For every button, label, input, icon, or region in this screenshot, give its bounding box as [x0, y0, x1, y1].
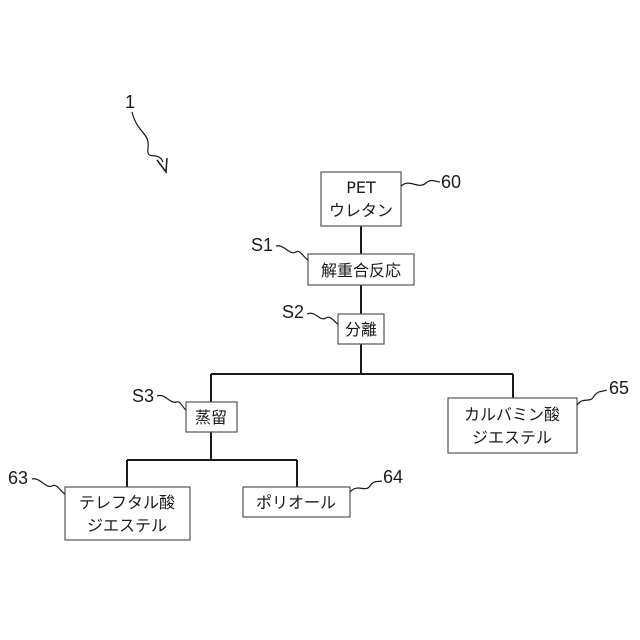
node-polyol: ポリオール	[243, 487, 350, 517]
node-pet-urethane: PET ウレタン	[321, 172, 401, 226]
step-s2-leader	[307, 313, 338, 324]
ref-60-leader	[401, 180, 440, 186]
ref-64-label: 64	[383, 467, 403, 487]
ref-60-label: 60	[441, 172, 461, 192]
node-carbamate-diester-line2: ジエステル	[472, 428, 552, 447]
step-s2-label: S2	[282, 302, 304, 322]
ref-63-label: 63	[8, 468, 28, 488]
step-s3-leader	[157, 395, 186, 410]
node-terephthalate-diester: テレフタル酸 ジエステル	[65, 487, 190, 540]
ref-63-leader	[32, 479, 65, 494]
node-carbamate-diester: カルバミン酸 ジエステル	[448, 398, 577, 453]
node-terephthalate-diester-line1: テレフタル酸	[79, 493, 175, 512]
ref-64-leader	[350, 481, 382, 492]
node-depolymerization: 解重合反応	[308, 254, 414, 285]
node-depolymerization-text: 解重合反応	[321, 261, 401, 280]
step-s1-leader	[276, 246, 308, 260]
node-carbamate-diester-line1: カルバミン酸	[464, 405, 560, 424]
node-distillation-text: 蒸留	[195, 408, 227, 427]
figure-label: 1	[125, 92, 135, 112]
figure-arrow	[132, 112, 163, 162]
step-s1-label: S1	[251, 235, 273, 255]
node-pet-urethane-line1: PET	[346, 178, 376, 197]
node-distillation: 蒸留	[186, 402, 237, 432]
ref-65-leader	[577, 390, 607, 405]
node-terephthalate-diester-line2: ジエステル	[87, 516, 167, 535]
node-separation-text: 分離	[345, 320, 377, 339]
step-s3-label: S3	[132, 386, 154, 406]
node-pet-urethane-line2: ウレタン	[329, 201, 393, 220]
node-polyol-text: ポリオール	[256, 493, 336, 512]
ref-65-label: 65	[609, 378, 629, 398]
node-separation: 分離	[338, 314, 384, 344]
